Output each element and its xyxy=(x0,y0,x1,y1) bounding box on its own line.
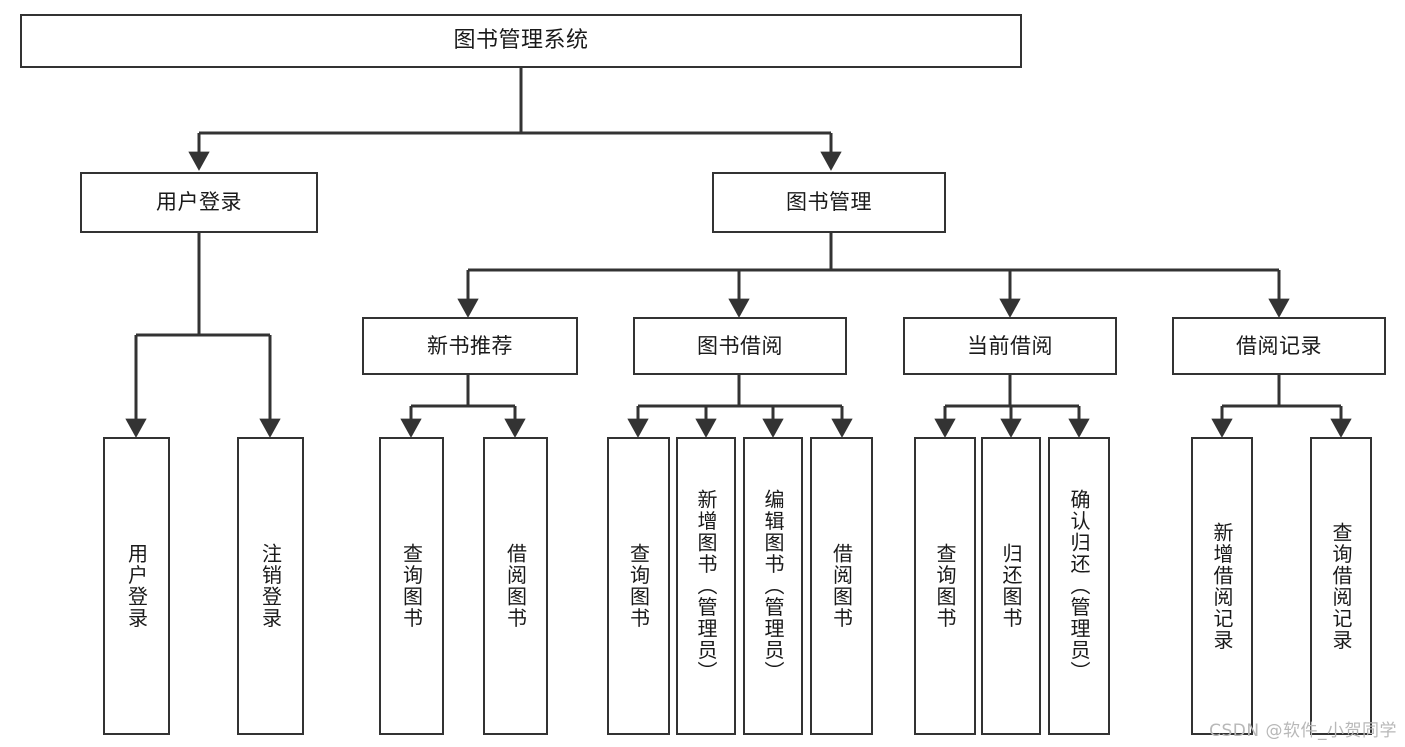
node-leaf-borrow-book-2[interactable]: 借阅图书 xyxy=(810,437,873,735)
node-book-borrowing[interactable]: 图书借阅 xyxy=(633,317,847,375)
node-new-book-recommendation[interactable]: 新书推荐 xyxy=(362,317,578,375)
node-leaf-confirm-return-admin[interactable]: 确认归还（管理员） xyxy=(1048,437,1110,735)
node-label: 图书管理 xyxy=(786,190,872,215)
node-label: 用户登录 xyxy=(124,543,149,629)
node-label: 注销登录 xyxy=(258,543,283,629)
node-current-borrowing[interactable]: 当前借阅 xyxy=(903,317,1117,375)
node-leaf-user-login[interactable]: 用户登录 xyxy=(103,437,170,735)
node-label: 新书推荐 xyxy=(427,333,513,358)
node-label: 编辑图书（管理员） xyxy=(761,489,785,683)
watermark-text: CSDN @软件_小贺同学 xyxy=(1209,721,1397,741)
node-label: 借阅记录 xyxy=(1236,333,1322,358)
node-label: 查询图书 xyxy=(626,543,651,629)
node-label: 查询图书 xyxy=(399,543,424,629)
node-label: 借阅图书 xyxy=(503,543,528,629)
node-label: 查询借阅记录 xyxy=(1329,521,1353,651)
node-leaf-return-book[interactable]: 归还图书 xyxy=(981,437,1041,735)
node-user-login[interactable]: 用户登录 xyxy=(80,172,318,233)
node-label: 确认归还（管理员） xyxy=(1067,489,1091,683)
node-label: 查询图书 xyxy=(933,543,957,629)
node-leaf-add-borrow-record[interactable]: 新增借阅记录 xyxy=(1191,437,1253,735)
node-book-management[interactable]: 图书管理 xyxy=(712,172,946,233)
node-label: 图书管理系统 xyxy=(453,28,589,54)
node-label: 当前借阅 xyxy=(967,333,1053,358)
node-leaf-logout[interactable]: 注销登录 xyxy=(237,437,304,735)
node-leaf-query-book-1[interactable]: 查询图书 xyxy=(379,437,444,735)
node-label: 图书借阅 xyxy=(697,333,783,358)
node-leaf-add-book-admin[interactable]: 新增图书（管理员） xyxy=(676,437,736,735)
node-leaf-query-borrow-record[interactable]: 查询借阅记录 xyxy=(1310,437,1372,735)
node-leaf-query-book-2[interactable]: 查询图书 xyxy=(607,437,670,735)
node-label: 归还图书 xyxy=(999,543,1023,629)
node-label: 新增图书（管理员） xyxy=(694,489,718,683)
node-label: 新增借阅记录 xyxy=(1210,521,1234,651)
node-root-book-management-system[interactable]: 图书管理系统 xyxy=(20,14,1022,68)
node-leaf-query-book-3[interactable]: 查询图书 xyxy=(914,437,976,735)
node-label: 借阅图书 xyxy=(829,543,854,629)
node-borrowing-records[interactable]: 借阅记录 xyxy=(1172,317,1386,375)
node-leaf-edit-book-admin[interactable]: 编辑图书（管理员） xyxy=(743,437,803,735)
node-leaf-borrow-book-1[interactable]: 借阅图书 xyxy=(483,437,548,735)
node-label: 用户登录 xyxy=(156,190,242,215)
